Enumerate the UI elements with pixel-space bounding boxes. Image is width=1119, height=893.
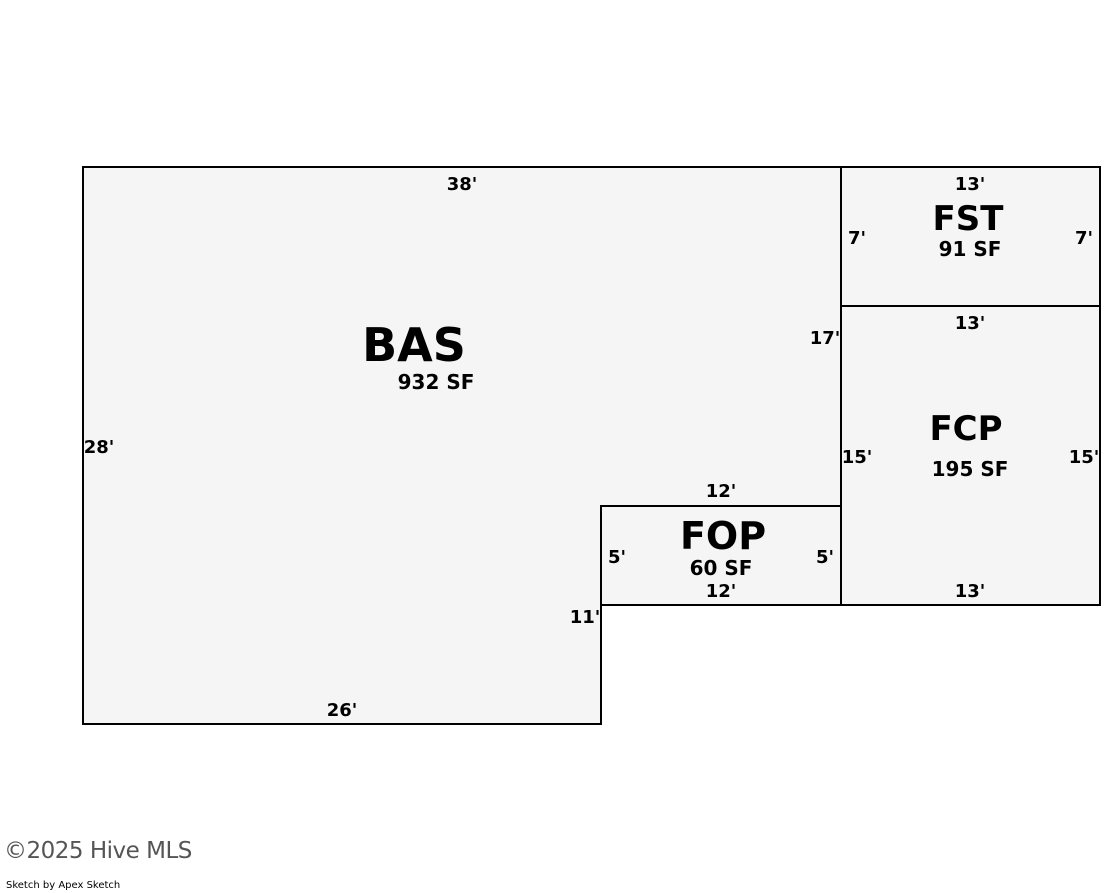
- dim-fop-left: 5': [608, 547, 626, 568]
- room-fst-area: 91 SF: [939, 237, 1002, 261]
- dim-fop-bottom: 12': [706, 581, 737, 602]
- room-fst-outline: [840, 166, 1101, 307]
- dim-fst-top: 13': [955, 174, 986, 195]
- dim-fcp-top: 13': [955, 313, 986, 334]
- dim-bas-right: 17': [810, 328, 841, 349]
- dim-bas-left: 28': [84, 437, 115, 458]
- dim-bas-bottom: 26': [327, 700, 358, 721]
- room-fop-area: 60 SF: [690, 556, 753, 580]
- sketch-credit: Sketch by Apex Sketch: [6, 880, 121, 891]
- dim-bas-notch: 11': [570, 607, 601, 628]
- room-fop-outline: [600, 505, 842, 606]
- room-fcp-outline: [840, 305, 1101, 606]
- dim-fst-right: 7': [1075, 228, 1093, 249]
- room-bas-name: BAS: [362, 318, 466, 372]
- dim-fst-left: 7': [848, 228, 866, 249]
- room-fcp-name: FCP: [929, 409, 1002, 449]
- dim-fop-right: 5': [816, 547, 834, 568]
- dim-fcp-right: 15': [1069, 447, 1100, 468]
- copyright-watermark: ©2025 Hive MLS: [4, 838, 192, 864]
- room-fop-name: FOP: [680, 514, 766, 558]
- dim-bas-top: 38': [447, 174, 478, 195]
- dim-fcp-bottom: 13': [955, 581, 986, 602]
- room-bas-area: 932 SF: [398, 370, 475, 394]
- dim-fop-top: 12': [706, 481, 737, 502]
- dim-fcp-left: 15': [842, 447, 873, 468]
- room-fcp-area: 195 SF: [932, 457, 1009, 481]
- room-fst-name: FST: [933, 199, 1005, 239]
- room-bas-outline: [82, 166, 842, 725]
